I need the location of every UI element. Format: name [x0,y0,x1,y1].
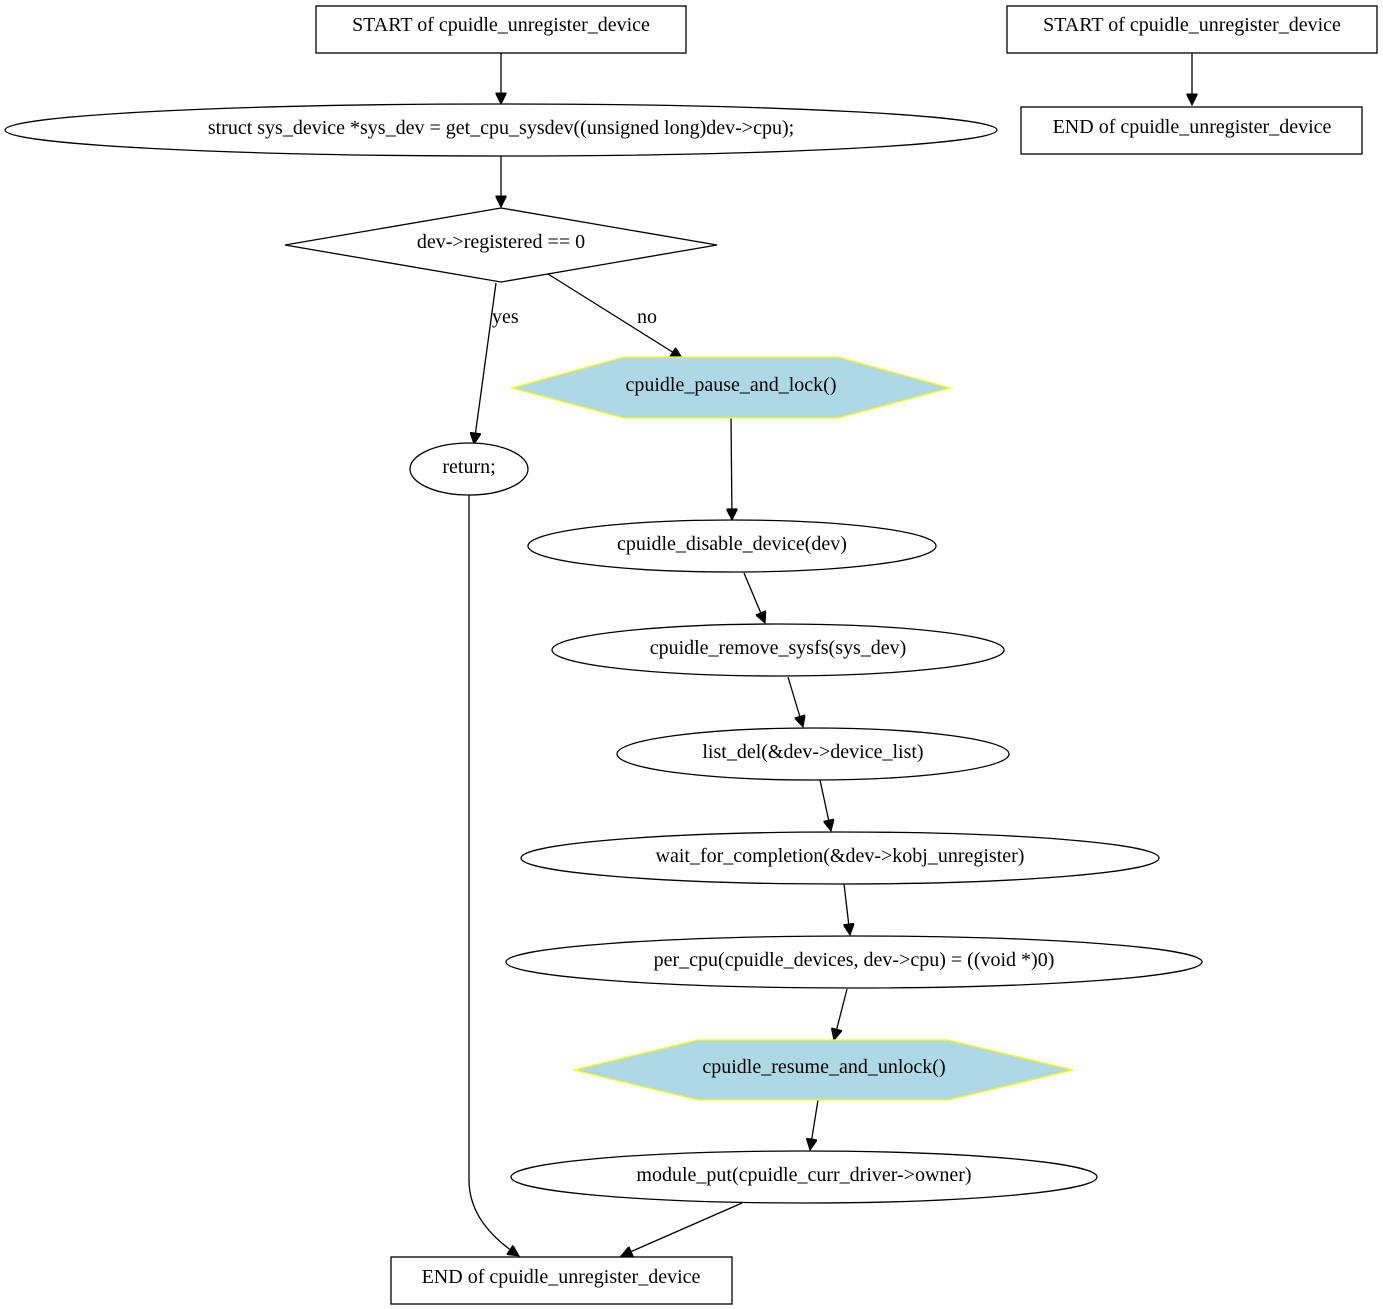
node-modput-label: module_put(cpuidle_curr_driver->owner) [636,1164,971,1186]
edge-return-to-end [468,494,519,1256]
node-return-label: return; [442,456,495,478]
edge-cond-yes-to-return [474,282,497,444]
node-disable-label: cpuidle_disable_device(dev) [617,533,847,555]
node-listdel-label: list_del(&dev->device_list) [702,741,923,763]
node-remove-label: cpuidle_remove_sysfs(sys_dev) [650,637,907,659]
node-pause-shape [509,356,953,419]
node-listdel: list_del(&dev->device_list) [616,727,1010,781]
edge-label-yes: yes [492,306,519,328]
node-remove: cpuidle_remove_sysfs(sys_dev) [551,623,1005,677]
node-resume-shape [573,1039,1074,1101]
node-end-side-label: END of cpuidle_unregister_device [1053,116,1332,138]
node-start-side-label: START of cpuidle_unregister_device [1043,14,1341,36]
edge-pause-to-disable [731,416,732,520]
node-wait-label: wait_for_completion(&dev->kobj_unregiste… [656,845,1025,867]
node-resume: cpuidle_resume_and_unlock() [573,1039,1074,1101]
node-pause-label: cpuidle_pause_and_lock() [625,374,836,396]
node-percpu: per_cpu(cpuidle_devices, dev->cpu) = ((v… [505,935,1203,989]
node-sysdev: struct sys_device *sys_dev = get_cpu_sys… [4,103,998,157]
node-start-side: START of cpuidle_unregister_device [1006,5,1378,54]
node-end-main-label: END of cpuidle_unregister_device [422,1266,701,1288]
edge-remove-to-listdel [787,676,803,727]
node-start-main-label: START of cpuidle_unregister_device [352,14,650,36]
edge-resume-to-modput [810,1099,819,1150]
node-disable: cpuidle_disable_device(dev) [527,519,937,573]
edges [468,53,1192,1256]
node-return: return; [409,442,529,496]
node-modput: module_put(cpuidle_curr_driver->owner) [510,1150,1098,1204]
edge-wait-to-percpu [844,883,850,935]
edge-modput-to-end [621,1202,743,1256]
node-end-side: END of cpuidle_unregister_device [1020,106,1363,155]
edge-listdel-to-wait [819,779,831,831]
node-sysdev-label: struct sys_device *sys_dev = get_cpu_sys… [208,117,794,139]
edge-cond-no-to-pause [547,273,682,358]
edge-label-no: no [637,306,657,328]
node-cond-decision: dev->registered == 0 [284,207,718,283]
node-wait: wait_for_completion(&dev->kobj_unregiste… [520,831,1160,885]
node-resume-label: cpuidle_resume_and_unlock() [702,1056,945,1078]
node-start-main: START of cpuidle_unregister_device [315,5,687,54]
node-pause: cpuidle_pause_and_lock() [509,356,953,419]
edge-percpu-to-resume [834,988,848,1040]
node-percpu-label: per_cpu(cpuidle_devices, dev->cpu) = ((v… [654,949,1055,971]
node-end-main: END of cpuidle_unregister_device [390,1256,733,1305]
edge-disable-to-remove [743,572,765,623]
node-cond-label: dev->registered == 0 [417,231,585,253]
